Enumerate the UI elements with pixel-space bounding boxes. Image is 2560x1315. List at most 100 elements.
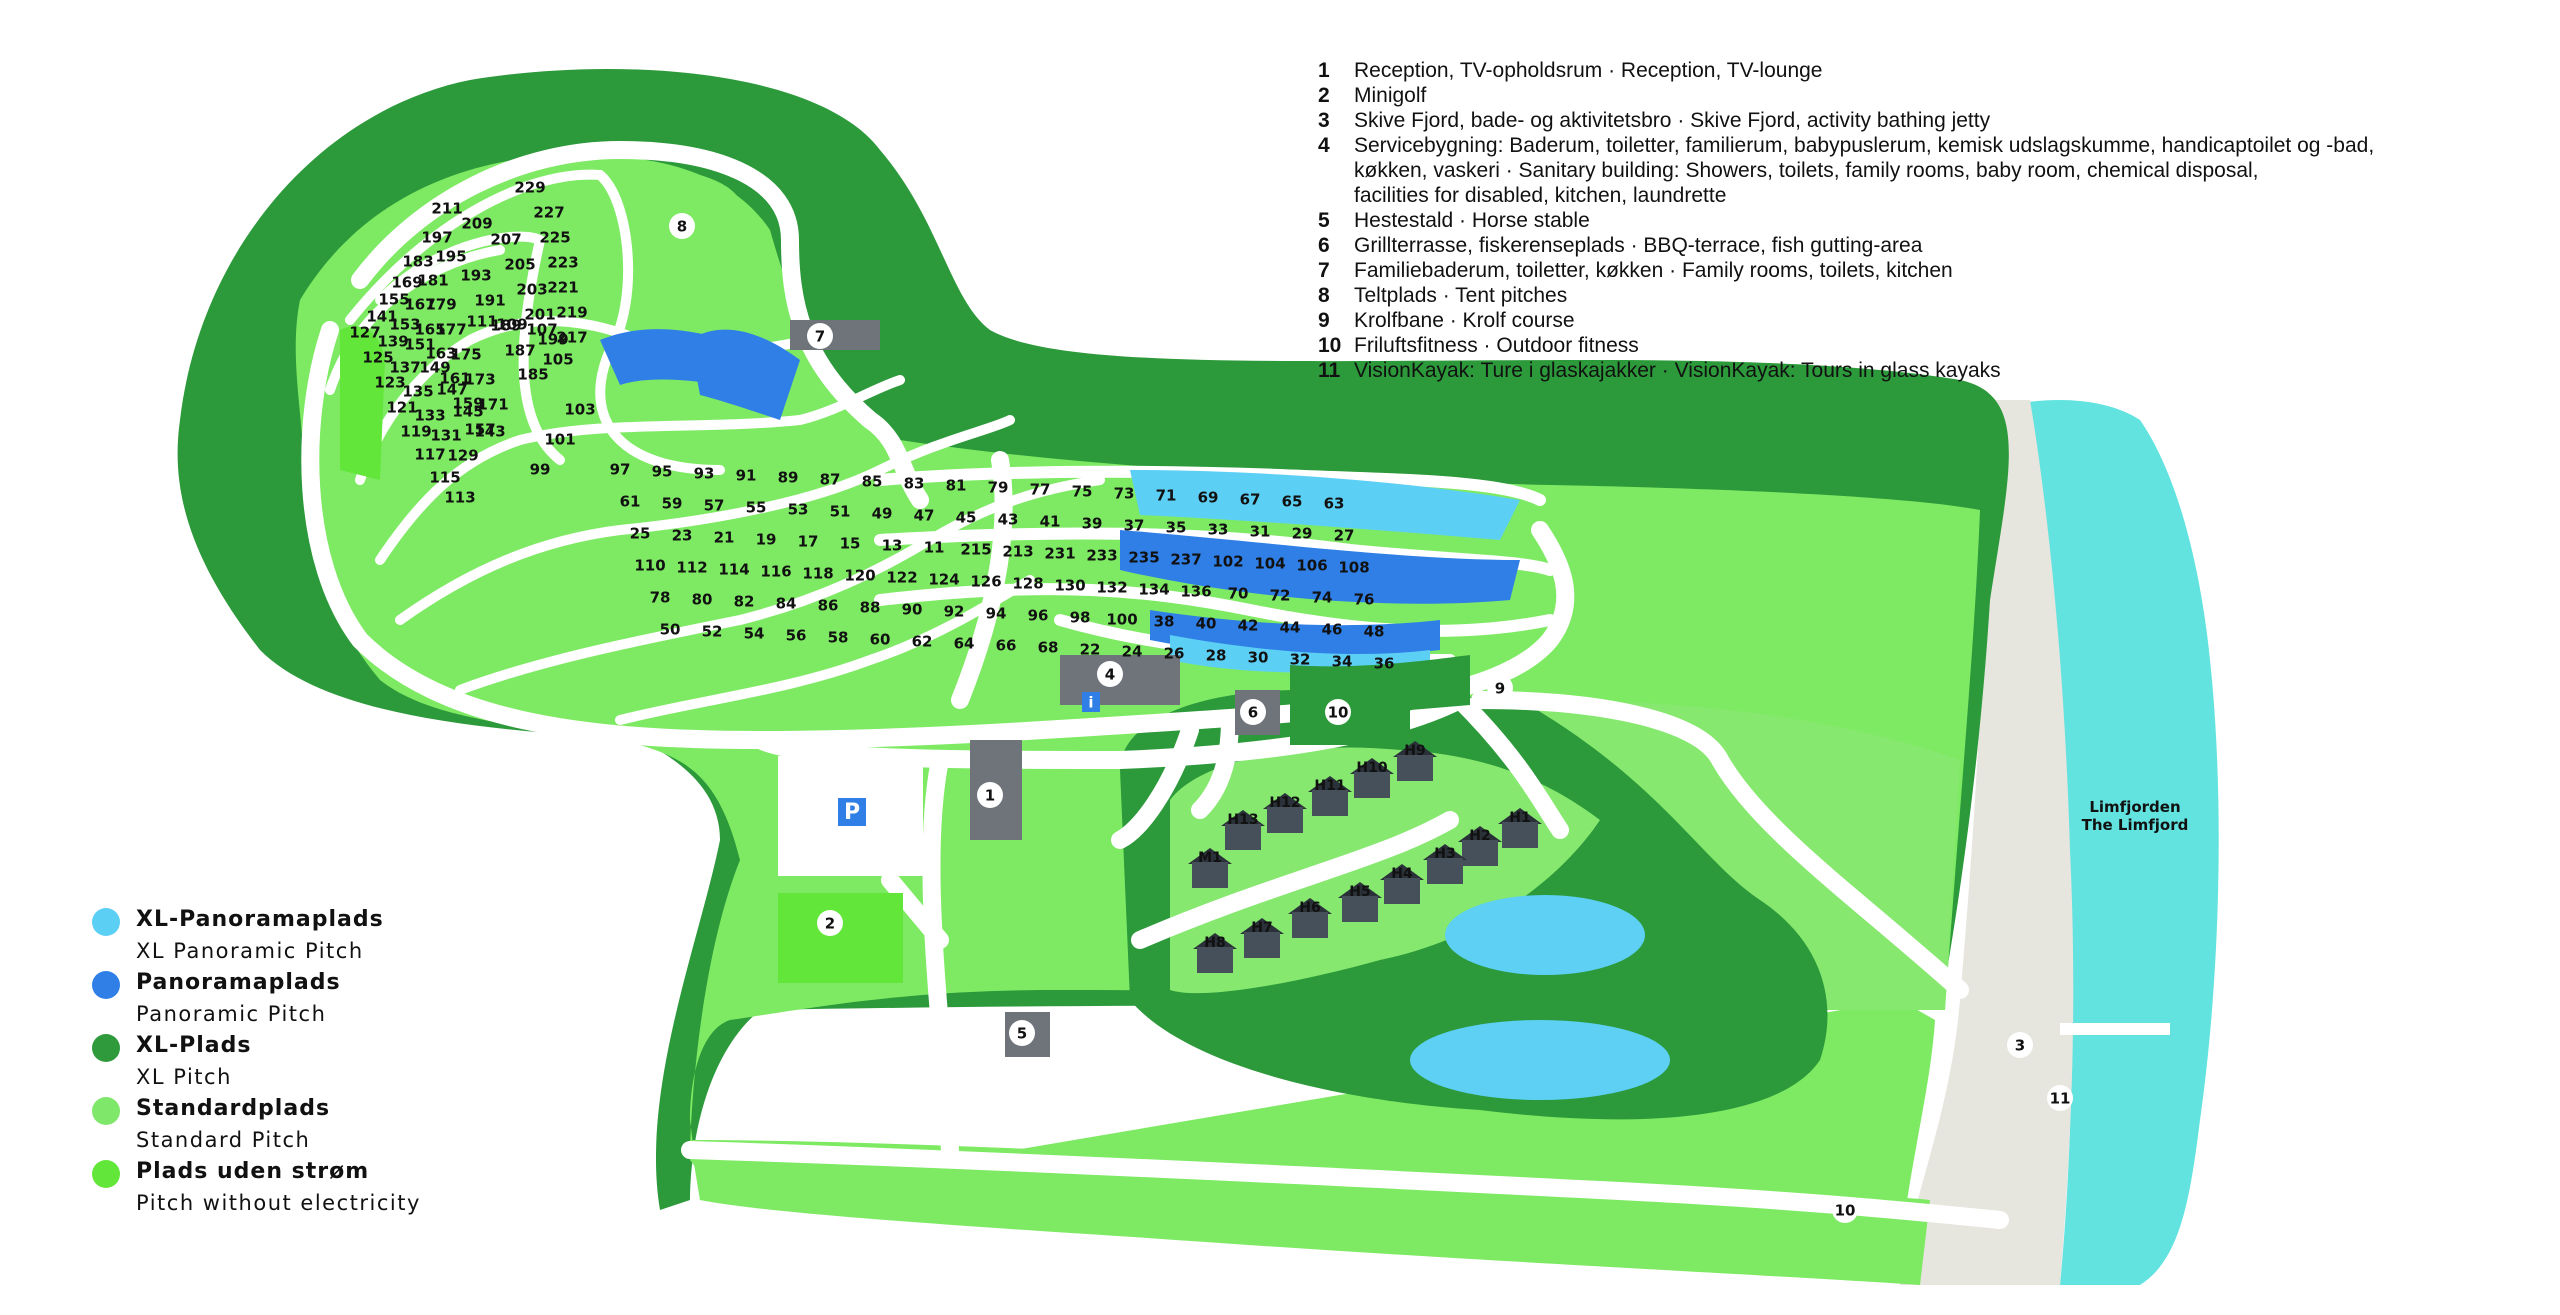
legend-text: Servicebygning: Baderum, toiletter, fami… [1354,134,2375,207]
legend-number: 3 [1318,109,1330,132]
pitch-104: 104 [1254,555,1285,573]
svg-text:11: 11 [2050,1090,2071,1108]
pitch-64: 64 [954,635,975,653]
pitch-107: 107 [526,321,557,339]
pitch-99: 99 [530,461,551,479]
pitch-143: 143 [474,423,505,441]
pitch-61: 61 [620,493,641,511]
pitch-169: 169 [391,274,422,292]
pitch-197: 197 [421,229,452,247]
pitch-233: 233 [1086,547,1117,565]
pitch-type-title: Plads uden strøm [136,1159,370,1184]
panoramic-zone [1120,530,1520,604]
pitch-47: 47 [914,507,935,525]
svg-text:6: 6 [1248,704,1258,722]
pitch-163: 163 [425,345,456,363]
pitch-121: 121 [386,399,417,417]
svg-text:7: 7 [815,328,825,346]
pitch-141: 141 [366,308,397,326]
legend-text: Krolfbane · Krolf course [1354,309,1575,332]
pitch-119: 119 [400,423,431,441]
svg-text:3: 3 [2015,1037,2025,1055]
pitch-83: 83 [904,475,925,493]
pitch-40: 40 [1196,615,1217,633]
pitch-105: 105 [542,351,573,369]
pitch-157: 157 [464,421,495,439]
marker-7: 7 [807,323,833,349]
pitch-type-swatch [92,908,120,936]
pitch-35: 35 [1166,519,1187,537]
cabin-H3: H3 [1423,844,1467,884]
svg-text:M1: M1 [1198,850,1222,866]
pitch-46: 46 [1322,621,1343,639]
svg-text:5: 5 [1017,1025,1027,1043]
pitch-88: 88 [860,599,881,617]
pitch-126: 126 [970,573,1001,591]
info-label: i [1088,694,1093,712]
pitch-84: 84 [776,595,797,613]
pitch-type-title: Panoramaplads [136,970,341,995]
parking-label: P [844,800,860,825]
xl-panoramic-zone [1130,470,1520,540]
pitch-type-swatch [92,1097,120,1125]
pitch-237: 237 [1170,551,1201,569]
pitch-213: 213 [1002,543,1033,561]
svg-text:8: 8 [677,218,687,236]
pitch-59: 59 [662,495,683,513]
pitch-155: 155 [378,291,409,309]
legend-text: VisionKayak: Ture i glaskajakker · Visio… [1354,359,2001,382]
pitch-type-swatch [92,1160,120,1188]
pitch-75: 75 [1072,483,1093,501]
pitch-92: 92 [944,603,965,621]
pitch-98: 98 [1070,609,1091,627]
svg-text:H1: H1 [1509,810,1530,826]
legend-text: Grillterrasse, fiskerenseplads · BBQ-ter… [1354,234,1923,257]
pitch-68: 68 [1038,639,1059,657]
pitch-39: 39 [1082,515,1103,533]
pitch-85: 85 [862,473,883,491]
pitch-101: 101 [544,431,575,449]
pitch-115: 115 [429,469,460,487]
pitch-type-subtitle: Panoramic Pitch [136,1002,327,1026]
pitch-118: 118 [802,565,833,583]
pitch-89: 89 [778,469,799,487]
pitch-149: 149 [419,359,450,377]
pitch-38: 38 [1154,613,1175,631]
pitch-94: 94 [986,605,1007,623]
legend-text: Minigolf [1354,84,1427,107]
pitch-106: 106 [1296,557,1327,575]
minigolf-area [778,893,903,983]
pitch-116: 116 [760,563,791,581]
pitch-111: 111 [466,313,497,331]
svg-text:1: 1 [985,787,995,805]
pitch-217: 217 [556,329,587,347]
pitch-151: 151 [404,336,435,354]
pitch-93: 93 [694,465,715,483]
pitch-95: 95 [652,463,673,481]
panoramic-zone-5 [690,329,800,420]
pitch-55: 55 [746,499,767,517]
pitch-44: 44 [1280,619,1301,637]
pitch-53: 53 [788,501,809,519]
svg-text:H8: H8 [1204,935,1225,951]
svg-text:H12: H12 [1269,795,1300,811]
pitch-type-subtitle: XL Panoramic Pitch [136,939,364,963]
pitch-31: 31 [1250,523,1271,541]
pitch-48: 48 [1364,623,1385,641]
cabin-H5: H5 [1338,882,1382,922]
pitch-29: 29 [1292,525,1313,543]
parking-sign [838,798,866,826]
limfjord-sea [2010,400,2219,1285]
pitch-129: 129 [447,447,478,465]
pitch-49: 49 [872,505,893,523]
pitch-45: 45 [956,509,977,527]
